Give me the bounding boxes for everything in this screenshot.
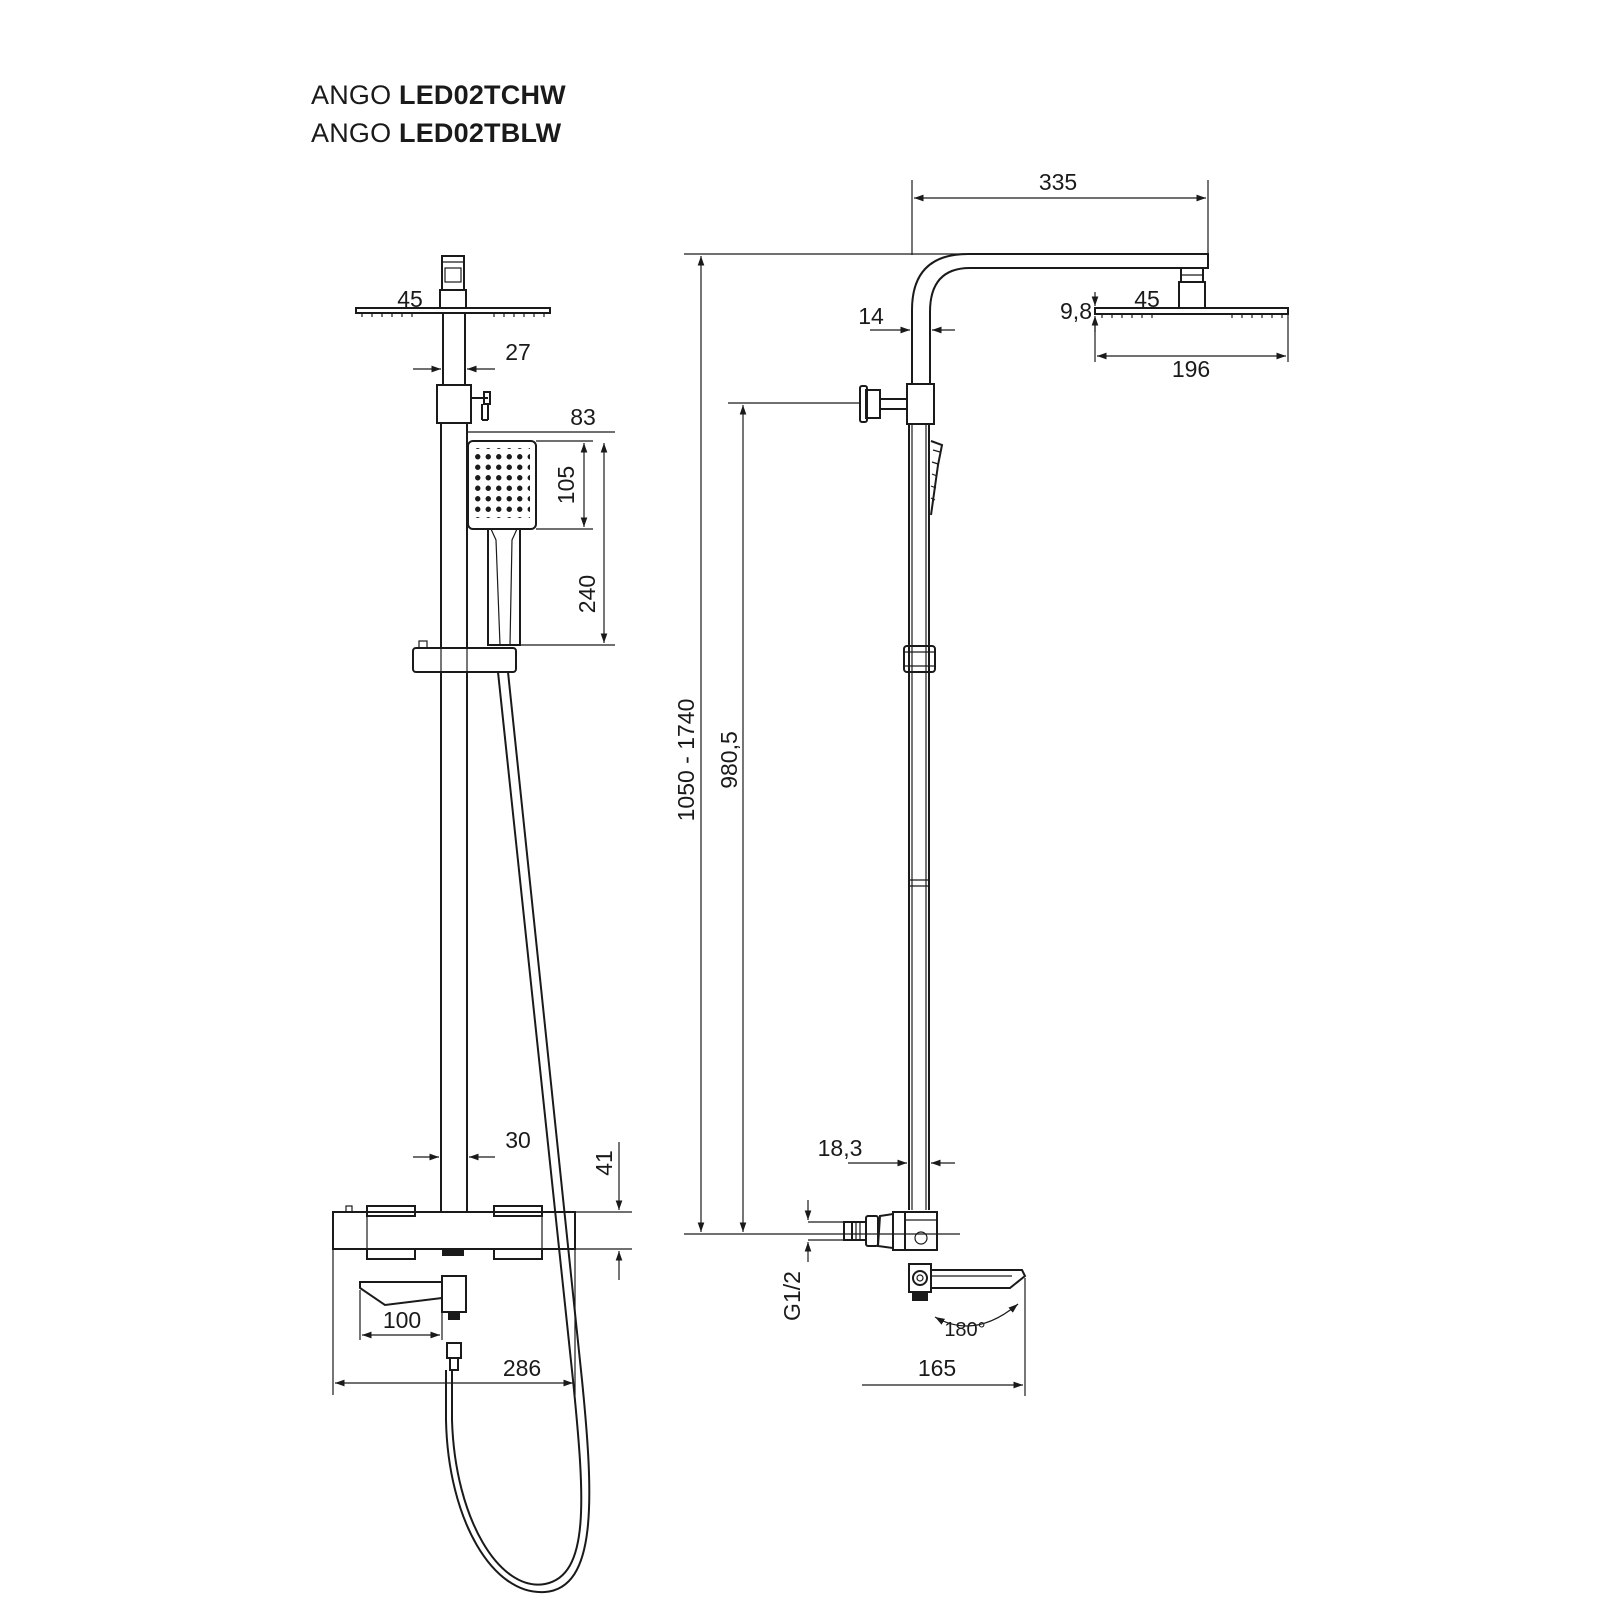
dimension-body-height: 41 [575, 1142, 632, 1280]
dimension-spout: 100 [359, 1290, 443, 1340]
model-code: LED02TCHW [399, 80, 566, 110]
upper-pipe-side [911, 330, 931, 384]
hand-shower-side [930, 440, 944, 516]
dim-thread: G1/2 [779, 1271, 805, 1321]
dimension-plate-thickness: 9,8 [1060, 292, 1099, 332]
dim-depth: 165 [918, 1355, 956, 1381]
top-connector [441, 255, 465, 291]
dimension-arm-length: 335 [911, 169, 1209, 262]
dimension-height-range: 1050 - 1740 [673, 253, 965, 1235]
upper-rod [442, 313, 466, 385]
brand-name: ANGO [311, 118, 392, 148]
dimension-depth: 165 [862, 1278, 1026, 1396]
hand-shower-holder-side [903, 645, 936, 673]
slide-rail [440, 423, 468, 1212]
hand-shower-holder [412, 640, 517, 673]
dim-hand-length: 240 [574, 575, 600, 613]
shower-hose [445, 671, 591, 1594]
model-title-2: ANGO LED02TBLW [311, 118, 561, 149]
dim-body-height: 41 [591, 1150, 617, 1176]
dimension-lower-pipe: 18,3 [818, 1135, 955, 1167]
brand-name: ANGO [311, 80, 392, 110]
thermostatic-mixer [332, 1205, 576, 1260]
dim-hand-width: 83 [570, 404, 596, 430]
dimension-bar-width: 30 [413, 1127, 531, 1161]
dimension-hand-height: 105 [536, 440, 593, 530]
dimension-hand-width: 83 [466, 404, 615, 433]
diverter-block [436, 384, 491, 424]
dim-arm-length: 335 [1039, 169, 1077, 195]
dim-bar-width: 30 [505, 1127, 531, 1153]
dim-lower-pipe: 18,3 [818, 1135, 863, 1161]
dim-plate-thickness: 9,8 [1060, 298, 1092, 324]
dim-rod-width: 27 [505, 339, 531, 365]
dimension-head-size: 196 [1094, 314, 1289, 382]
rotation-indicator: 180° [934, 1303, 1019, 1341]
dim-height-range: 1050 - 1740 [673, 699, 699, 822]
dim-hand-height: 105 [553, 466, 579, 504]
dim-pipe-diameter: 14 [858, 303, 884, 329]
model-title-1: ANGO LED02TCHW [311, 80, 566, 111]
dim-head-plate-side: 45 [1134, 286, 1160, 312]
dimension-rod-width: 27 [413, 339, 531, 373]
dimension-height-fixed: 980,5 [716, 402, 860, 1232]
dimension-total-width: 286 [332, 1249, 576, 1395]
thermostatic-mixer-side [843, 1211, 938, 1251]
bath-spout [359, 1275, 467, 1371]
dimension-thread: G1/2 [779, 1200, 843, 1321]
slide-rail-side [908, 424, 930, 1210]
side-view: 1050 - 1740 980,5 335 [673, 169, 1289, 1396]
dim-height-fixed: 980,5 [716, 731, 742, 789]
model-code: LED02TBLW [399, 118, 562, 148]
dim-total-width: 286 [503, 1355, 541, 1381]
dimension-hand-length: 240 [520, 443, 615, 646]
dim-head-size: 196 [1172, 356, 1210, 382]
rain-shower-head-side: 45 [1094, 281, 1289, 318]
dim-rotation: 180° [944, 1319, 985, 1341]
diverter-knob-side [859, 383, 935, 425]
front-view: 45 27 [332, 255, 632, 1594]
dimension-pipe-diameter: 14 [858, 303, 955, 334]
hand-shower [467, 440, 537, 646]
rain-shower-head: 45 [355, 286, 551, 317]
dim-spout: 100 [383, 1307, 421, 1333]
bath-spout-side [908, 1263, 1027, 1301]
dim-head-plate: 45 [397, 286, 423, 312]
